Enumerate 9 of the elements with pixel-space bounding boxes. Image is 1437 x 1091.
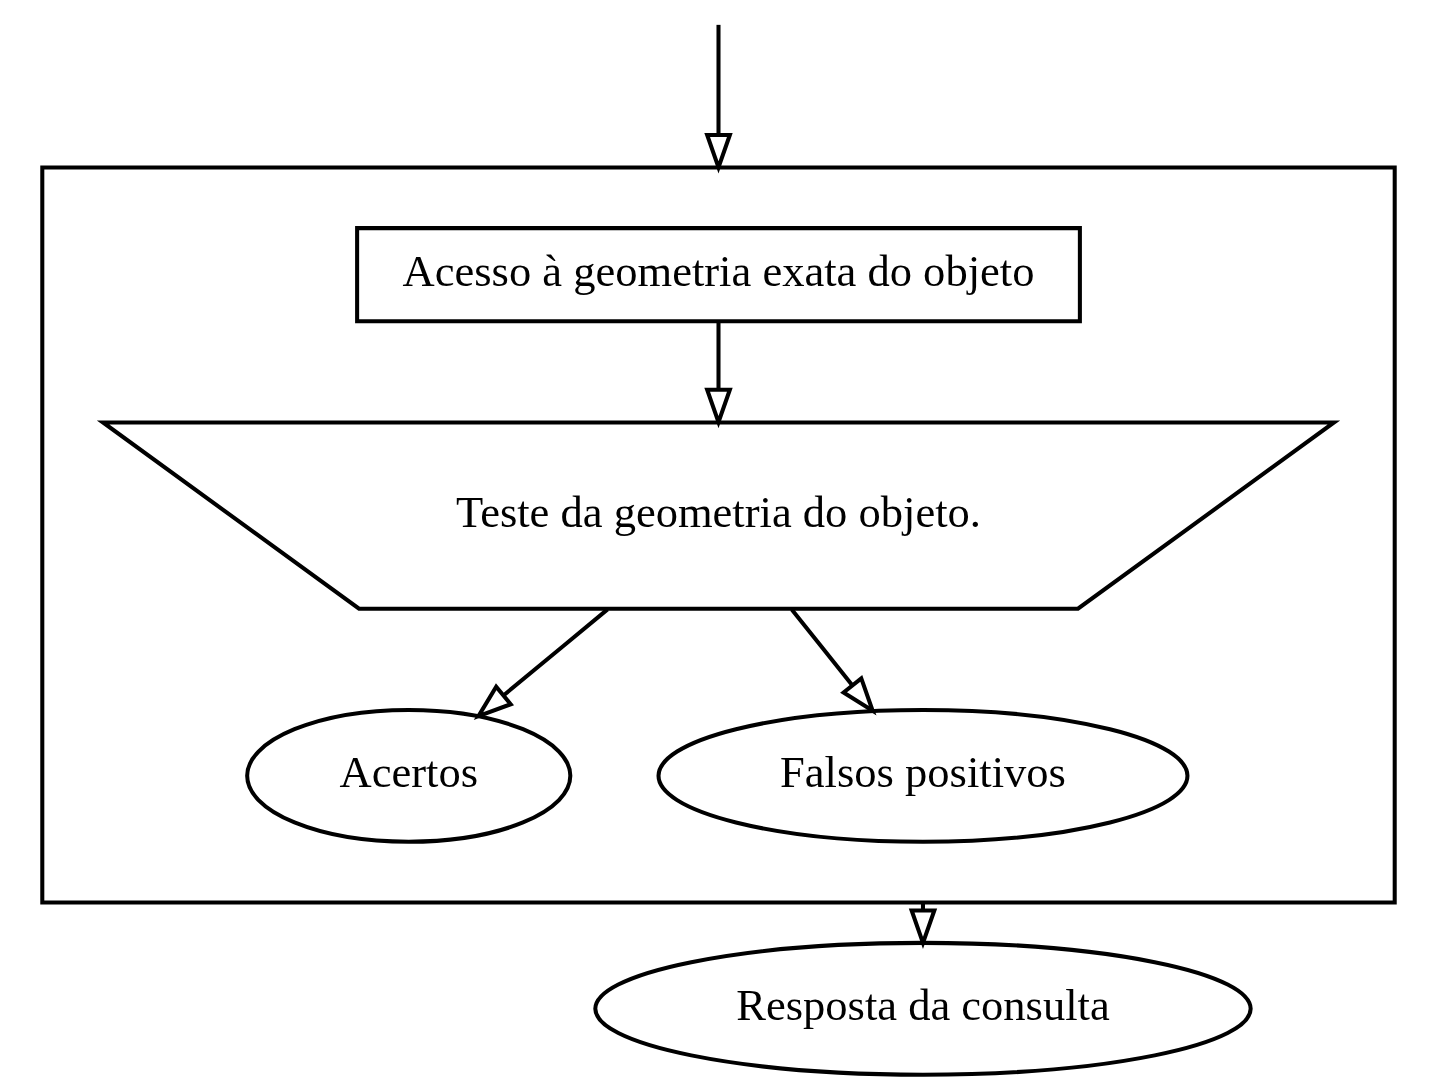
arrow [704, 24, 733, 174]
node-ellipse: Falsos positivos [656, 707, 1190, 844]
node-ellipse: Acertos [245, 707, 573, 844]
node-box: Acesso à geometria exata do objeto [355, 226, 1082, 324]
node-ellipse: Resposta da consulta [593, 940, 1253, 1077]
arrow [790, 608, 877, 716]
cluster [40, 165, 1397, 905]
arrow [473, 607, 609, 721]
arrow [704, 321, 733, 429]
